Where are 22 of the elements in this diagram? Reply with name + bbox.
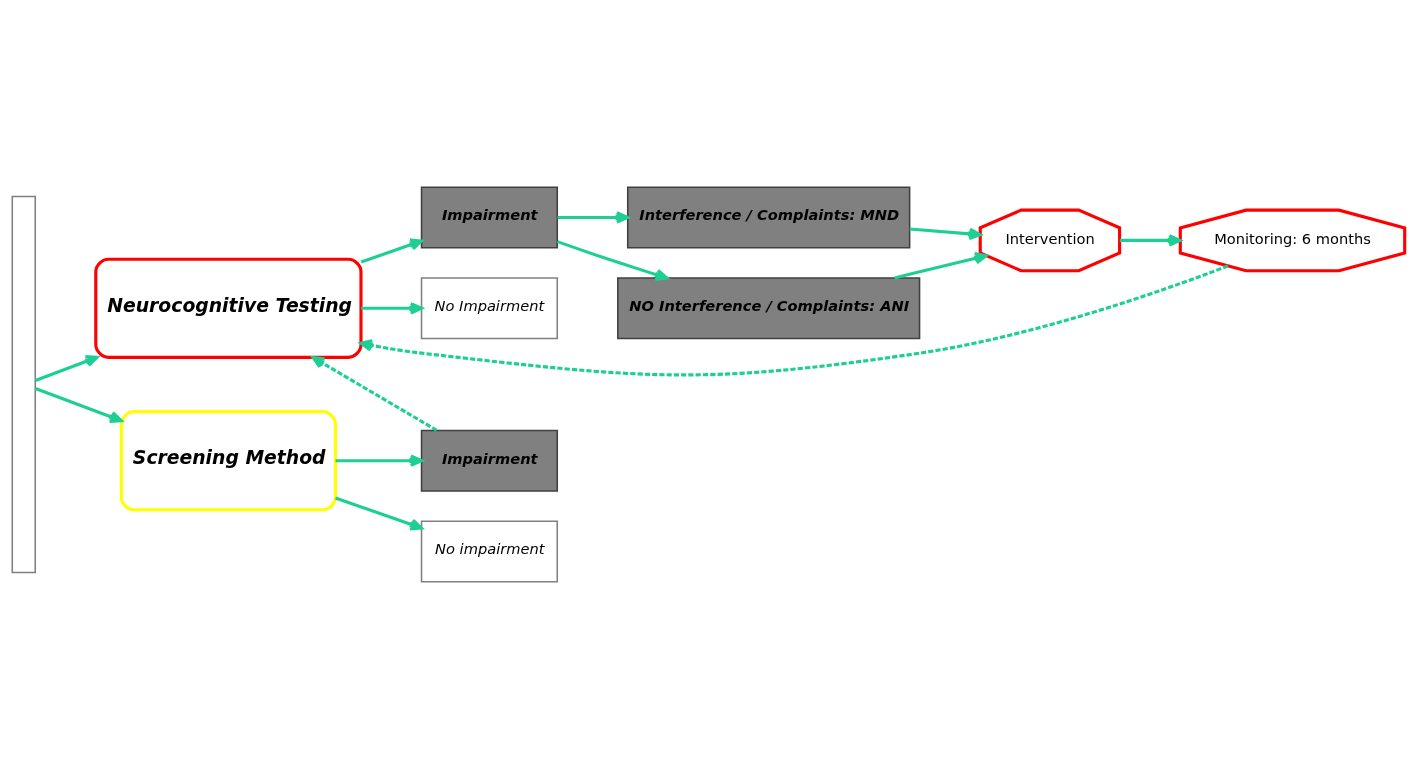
node-box: No Impairment xyxy=(420,276,559,339)
arrow xyxy=(335,453,423,467)
node-box: Interference / Complaints: MND xyxy=(626,185,911,248)
arrow xyxy=(34,354,99,382)
arrow xyxy=(909,226,982,240)
node-box: Impairment xyxy=(420,429,559,492)
arrow xyxy=(359,264,1229,376)
node-box xyxy=(11,195,37,573)
arrow xyxy=(334,495,423,531)
arrow xyxy=(894,251,988,279)
node-box: NO Interference / Complaints: ANI xyxy=(617,276,921,339)
arrow xyxy=(311,355,438,432)
arrow xyxy=(557,210,630,224)
arrow xyxy=(556,239,669,281)
arrow xyxy=(1119,233,1182,247)
node-box: Screening Method xyxy=(119,409,337,511)
node-box: Neurocognitive Testing xyxy=(94,257,363,359)
node-box: Impairment xyxy=(420,185,559,248)
arrow xyxy=(361,301,423,315)
arrow xyxy=(34,386,123,423)
arrow xyxy=(360,237,423,264)
node-box: No impairment xyxy=(420,520,559,583)
